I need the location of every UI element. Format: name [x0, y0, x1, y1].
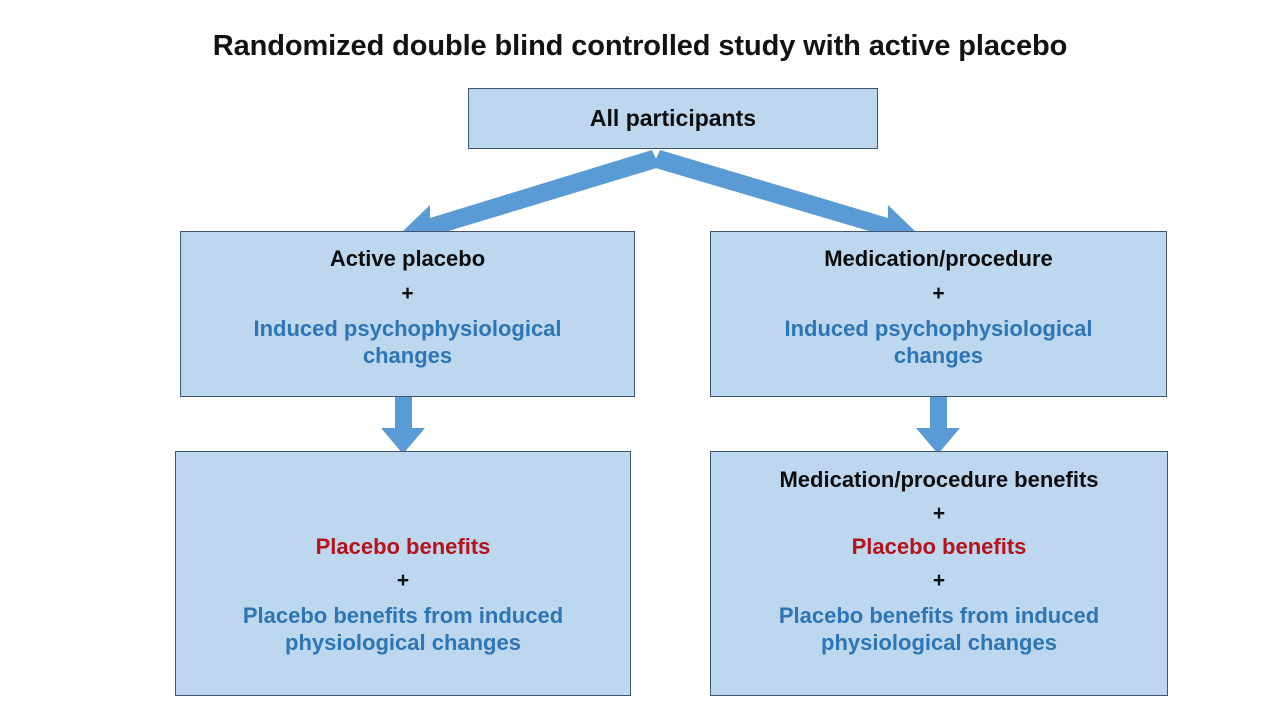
node-medication-outcome-title: Medication/procedure benefits — [779, 467, 1099, 492]
node-medication-outcome-placebo-benefits: Placebo benefits — [851, 534, 1027, 559]
node-placebo-outcome-plus-2: + — [396, 569, 410, 592]
node-active-placebo[interactable]: Active placebo + Induced psychophysiolog… — [180, 231, 635, 397]
node-medication-procedure-detail: Induced psychophysiological changes — [784, 316, 1093, 368]
node-active-placebo-detail: Induced psychophysiological changes — [253, 316, 562, 368]
node-medication-outcome-plus-2: + — [932, 569, 946, 592]
node-medication-procedure-plus: + — [932, 282, 945, 305]
node-placebo-outcome-detail: Placebo benefits from induced physiologi… — [242, 603, 564, 655]
node-all-participants[interactable]: All participants — [468, 88, 878, 149]
node-active-placebo-title: Active placebo — [329, 246, 486, 271]
page-title: Randomized double blind controlled study… — [212, 30, 1068, 62]
node-all-participants-label: All participants — [589, 105, 757, 131]
arrow-active-placebo-to-bottom-left — [381, 394, 425, 454]
node-active-placebo-plus: + — [401, 282, 414, 305]
node-medication-procedure[interactable]: Medication/procedure + Induced psychophy… — [710, 231, 1167, 397]
node-placebo-outcome-placebo-benefits: Placebo benefits — [315, 534, 491, 559]
node-placebo-outcome[interactable]: Placebo benefits + Placebo benefits from… — [175, 451, 631, 696]
node-medication-outcome[interactable]: Medication/procedure benefits + Placebo … — [710, 451, 1168, 696]
node-medication-procedure-title: Medication/procedure — [824, 246, 1053, 271]
node-medication-outcome-detail: Placebo benefits from induced physiologi… — [778, 603, 1100, 655]
node-medication-outcome-plus-1: + — [932, 502, 946, 525]
arrow-medication-to-bottom-right — [916, 394, 960, 454]
